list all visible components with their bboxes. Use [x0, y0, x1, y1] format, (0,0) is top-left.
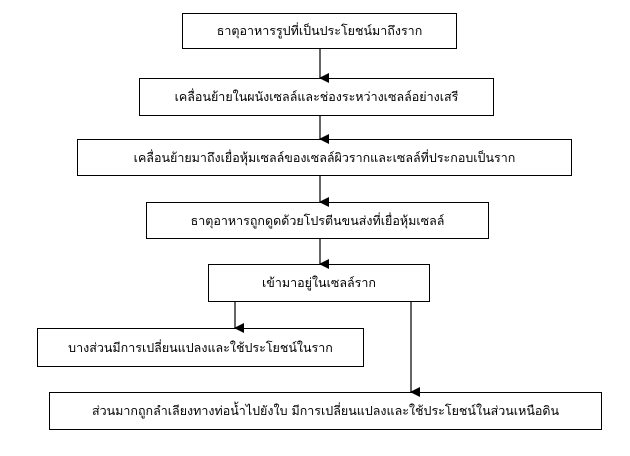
step-2-label: เคลื่อนย้ายในผนังเซลล์และช่องระหว่างเซลล…	[174, 89, 459, 104]
step-1-box: ธาตุอาหารรูปที่เป็นประโยชน์มาถึงราก	[182, 13, 457, 49]
step-3-box: เคลื่อนย้ายมาถึงเยื่อหุ้มเซลล์ของเซลล์ผิ…	[77, 139, 572, 176]
step-4-box: ธาตุอาหารถูกดูดด้วยโปรตีนขนส่งที่เยื่อหุ…	[146, 202, 489, 239]
step-3-label: เคลื่อนย้ายมาถึงเยื่อหุ้มเซลล์ของเซลล์ผิ…	[133, 149, 516, 165]
step-4-label: ธาตุอาหารถูกดูดด้วยโปรตีนขนส่งที่เยื่อหุ…	[190, 212, 445, 228]
branch-right-label: ส่วนมากถูกลำเลียงทางท่อน้ำไปยังใบ มีการเ…	[91, 403, 560, 418]
branch-right-box: ส่วนมากถูกลำเลียงทางท่อน้ำไปยังใบ มีการเ…	[49, 392, 602, 430]
branch-left-box: บางส่วนมีการเปลี่ยนแปลงและใช้ประโยชน์ในร…	[37, 328, 364, 367]
branch-left-label: บางส่วนมีการเปลี่ยนแปลงและใช้ประโยชน์ในร…	[68, 339, 333, 355]
step-1-label: ธาตุอาหารรูปที่เป็นประโยชน์มาถึงราก	[216, 23, 423, 38]
step-5-box: เข้ามาอยู่ในเซลล์ราก	[208, 264, 430, 302]
step-2-box: เคลื่อนย้ายในผนังเซลล์และช่องระหว่างเซลล…	[139, 78, 494, 116]
step-5-label: เข้ามาอยู่ในเซลล์ราก	[262, 275, 376, 290]
